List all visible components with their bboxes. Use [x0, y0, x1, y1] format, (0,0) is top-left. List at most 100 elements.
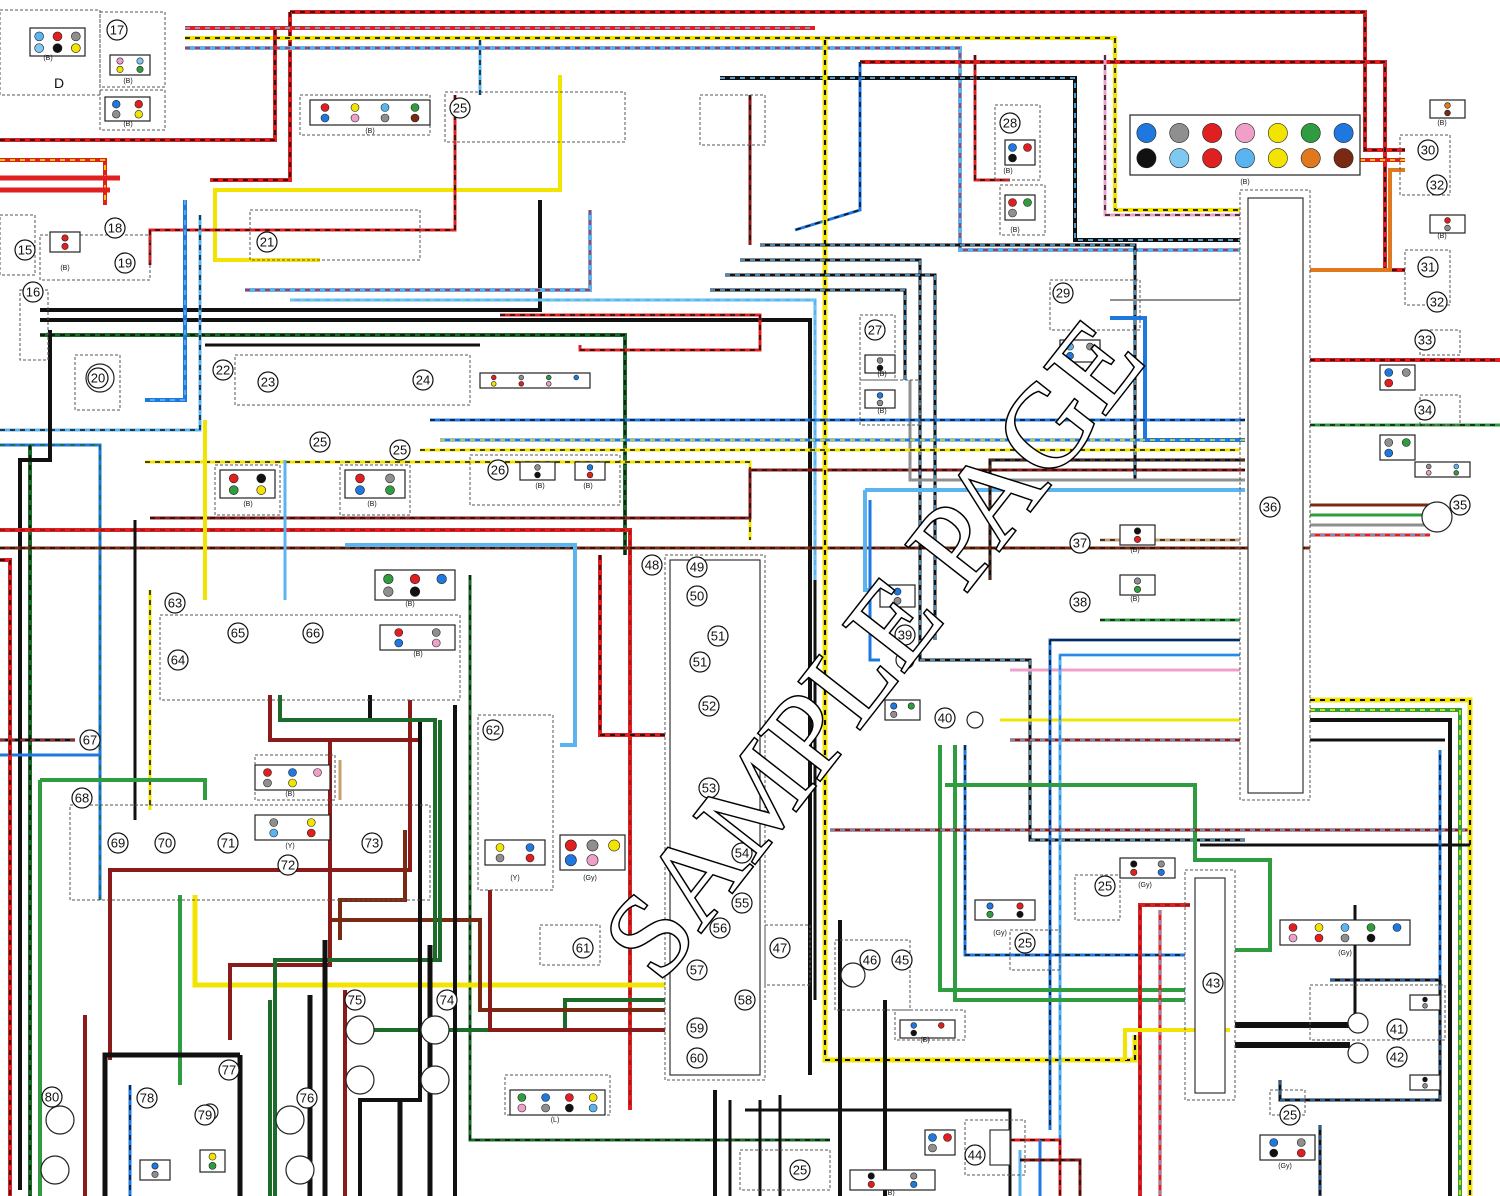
- connector-color-tag: (B): [285, 791, 294, 798]
- connector-pin: [907, 702, 915, 710]
- connector: [1259, 1134, 1316, 1161]
- component-outline: [469, 454, 621, 506]
- connector-pin: [1157, 868, 1165, 876]
- component-symbol: [895, 650, 915, 670]
- connector-pin: [910, 1029, 917, 1037]
- component-number: 50: [690, 589, 704, 604]
- component-callout: 20: [87, 367, 109, 389]
- connector-color-tag: (B): [43, 55, 52, 62]
- connector-pin: [256, 485, 267, 495]
- component-outline: [699, 94, 766, 146]
- connector-pin: [263, 778, 272, 788]
- wire: [358, 695, 422, 1196]
- wire-stripe: [974, 55, 1010, 181]
- connector-pin: [1333, 123, 1354, 143]
- component-number: 28: [1003, 116, 1017, 131]
- module-box: [1247, 197, 1304, 794]
- component-number: 15: [18, 243, 32, 258]
- component-callout: 61: [572, 937, 594, 959]
- connector-pin: [134, 100, 143, 109]
- component-callout: 52: [698, 695, 720, 717]
- component-callout: 60: [686, 1047, 708, 1069]
- connector-pin: [546, 381, 552, 387]
- component-callout: 25: [1094, 875, 1116, 897]
- connector-pin: [534, 464, 541, 471]
- connector-pin: [112, 110, 121, 119]
- component-outline: [19, 289, 49, 361]
- connector-pin: [938, 1022, 945, 1029]
- component-symbol: [345, 1015, 375, 1045]
- component-number: 36: [1263, 500, 1277, 515]
- connector-pin: [1169, 148, 1190, 169]
- component-number: 52: [702, 699, 716, 714]
- connector-pin: [1016, 902, 1024, 910]
- connector-color-tag: (B): [1075, 368, 1084, 375]
- component-outline: [1184, 869, 1236, 1101]
- connector-color-tag: (B): [243, 501, 252, 508]
- connector-pin: [1384, 438, 1394, 447]
- wire-stripe: [990, 1139, 1061, 1196]
- component-callout: 62: [482, 719, 504, 741]
- wire-stripe: [210, 12, 291, 181]
- connector-pin: [564, 839, 577, 852]
- component-number: 31: [1421, 260, 1435, 275]
- connector-pin: [1444, 109, 1451, 117]
- component-symbol: [45, 1105, 75, 1135]
- component-callout: 57: [686, 959, 708, 981]
- component-outline: [994, 104, 1041, 181]
- component-callout: 45: [891, 949, 913, 971]
- connector: [109, 54, 151, 76]
- wire: [360, 998, 665, 1032]
- component-callout: 43: [1202, 972, 1224, 994]
- wire-stripe: [0, 529, 631, 1110]
- connector-color-tag: (Gy): [1138, 882, 1152, 889]
- connector: [484, 839, 546, 866]
- connector-pin: [565, 1103, 574, 1113]
- component-outline: [74, 354, 121, 411]
- wire: [908, 380, 1245, 482]
- wire-stripe: [710, 289, 906, 380]
- connector-color-tag: (B): [1437, 120, 1446, 127]
- component-callout: 31: [1417, 256, 1439, 278]
- connector-pin: [495, 853, 505, 863]
- component-outline: [444, 91, 626, 143]
- component-outline: [1049, 279, 1141, 331]
- connector-pin: [1134, 535, 1142, 543]
- wire: [488, 890, 665, 1032]
- connector: [1004, 194, 1036, 221]
- component-number: 64: [171, 653, 185, 668]
- wire: [345, 543, 577, 747]
- component-callout: 66: [302, 622, 324, 644]
- component-number: 39: [898, 628, 912, 643]
- connector: [849, 1169, 936, 1191]
- component-number: 32: [1430, 178, 1444, 193]
- wire-stripe: [145, 461, 751, 540]
- connector-pin: [256, 473, 267, 484]
- connector-pin: [1008, 198, 1017, 207]
- wire-stripe: [1020, 1159, 1081, 1196]
- connector-pin: [1136, 123, 1157, 143]
- component-callout: 67: [79, 729, 101, 751]
- connector-color-tag: (B): [877, 371, 886, 378]
- connector: [309, 99, 431, 126]
- wire: [0, 158, 107, 205]
- wire-stripe: [1049, 639, 1240, 1130]
- component-callout: 19: [114, 252, 136, 274]
- connector-pin: [541, 1103, 550, 1113]
- component-number: 67: [83, 733, 97, 748]
- connector-pin: [1130, 868, 1138, 876]
- component-callout: 40: [934, 707, 956, 729]
- connector-pin: [518, 374, 524, 381]
- connector-pin: [1384, 368, 1394, 377]
- connector: [924, 1129, 956, 1156]
- wire-stripe: [725, 274, 936, 640]
- component-number: 71: [221, 836, 235, 851]
- connector-pin: [1453, 463, 1459, 470]
- connector: [1379, 364, 1416, 391]
- connector-pin: [1426, 470, 1432, 476]
- wire-stripe: [245, 210, 591, 291]
- component-symbol: [420, 1065, 450, 1095]
- component-outline: [69, 804, 431, 901]
- connector-pin: [518, 381, 524, 387]
